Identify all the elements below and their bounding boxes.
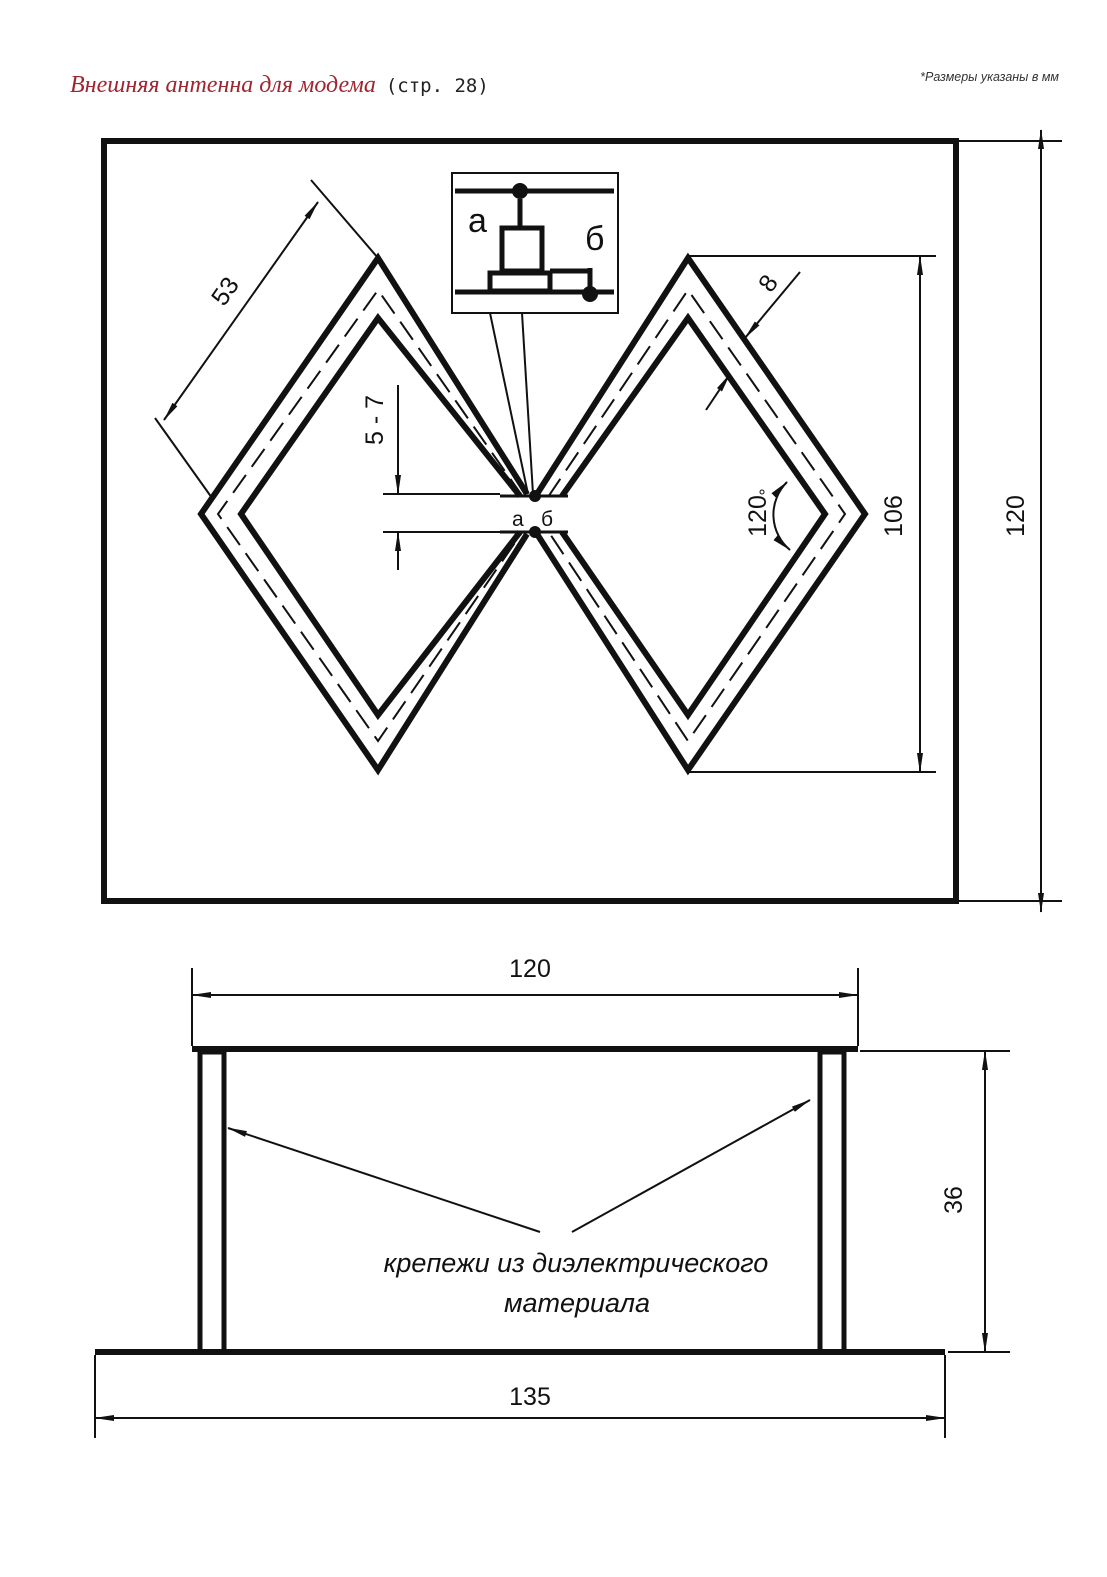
left-rhombus [197, 252, 530, 776]
page-reference: (стр. 28) [385, 75, 489, 97]
side-height-dimension [860, 1050, 1010, 1353]
side-dimension [154, 179, 379, 499]
feed-point-b [529, 526, 541, 538]
board-outline [101, 138, 959, 904]
angle-arc [771, 481, 791, 551]
degree-mark [759, 489, 765, 495]
point-a-label: а [512, 508, 524, 531]
width-dimension [705, 271, 801, 411]
right-rhombus [534, 252, 869, 776]
inset-a-label: а [468, 202, 487, 240]
base-dimension [94, 1355, 946, 1438]
right-post [817, 1049, 847, 1355]
side-height-label: 36 [940, 1186, 968, 1214]
page-title: Внешняя антенна для модема (стр. 28) [70, 72, 489, 99]
gap-dimension [383, 385, 500, 570]
units-note: *Размеры указаны в мм [920, 70, 1059, 84]
fastener-leaders [227, 1099, 811, 1233]
feed-inset [451, 172, 619, 495]
top-plate-dimension [191, 968, 859, 1046]
point-b-label: б [541, 508, 553, 531]
angle-label: 120 [744, 495, 772, 537]
board-height-label: 120 [1002, 495, 1030, 537]
top-plate-label: 120 [509, 955, 551, 983]
antenna-height-dimension [688, 255, 936, 773]
fastener-caption-line2: материала [504, 1288, 650, 1318]
fastener-caption-line1: крепежи из диэлектрического [384, 1248, 769, 1278]
feed-point-a [529, 490, 541, 502]
title-text: Внешняя антенна для модема [70, 72, 376, 98]
width-dimension-label: 8 [753, 270, 784, 297]
gap-dimension-label: 5 - 7 [361, 395, 389, 445]
board-height-dimension [958, 129, 1062, 913]
left-post [197, 1049, 227, 1355]
base-dimension-label: 135 [509, 1383, 551, 1411]
side-dimension-label: 53 [206, 272, 245, 311]
inset-b-label: б [585, 220, 604, 258]
antenna-height-label: 106 [880, 495, 908, 537]
